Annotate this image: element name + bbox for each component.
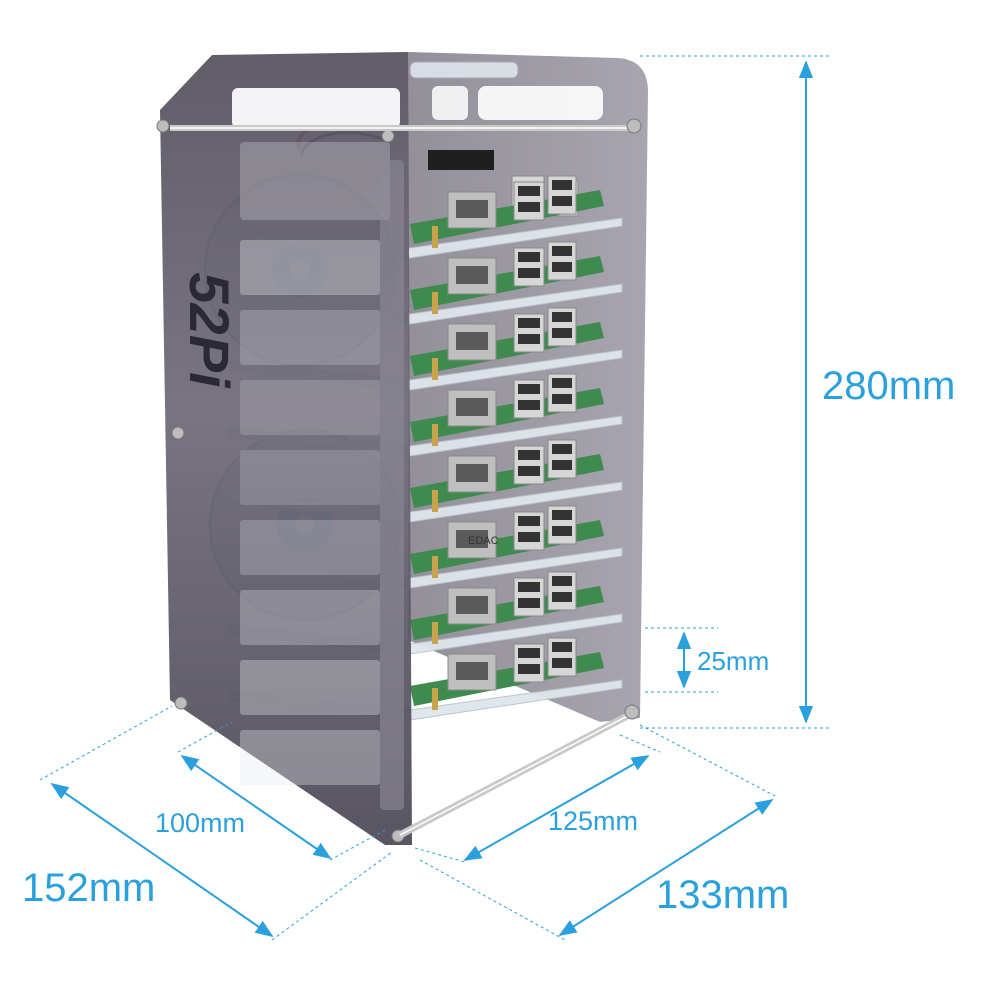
usb-slot — [518, 516, 540, 526]
usb-slot — [552, 444, 572, 454]
usb-slot — [552, 180, 572, 190]
usb-slot — [518, 648, 540, 658]
ethernet-socket — [456, 596, 488, 614]
dimension-lines — [39, 55, 830, 941]
ethernet-socket — [456, 266, 488, 284]
usb-slot — [518, 252, 540, 262]
usb-slot — [518, 466, 540, 476]
usb-slot — [552, 460, 572, 470]
usb-slot — [518, 450, 540, 460]
usb-slot — [552, 196, 572, 206]
usb-slot — [552, 658, 572, 668]
inner-depth-label: 100mm — [155, 808, 246, 838]
inner-width-label: 125mm — [548, 806, 639, 836]
brass-standoff — [432, 490, 438, 512]
usb-slot — [518, 532, 540, 542]
brass-standoff — [432, 688, 438, 710]
metal-rods — [170, 61, 642, 839]
usb-slot — [552, 312, 572, 322]
usb-slot — [552, 510, 572, 520]
ethernet-socket — [456, 332, 488, 350]
height-dimension-label: 280mm — [822, 364, 956, 408]
brand-mark: 52Pi — [178, 272, 241, 389]
usb-slot — [552, 576, 572, 586]
usb-slot — [518, 598, 540, 608]
ethernet-socket — [456, 398, 488, 416]
brass-standoff — [432, 292, 438, 314]
usb-slot — [518, 186, 540, 196]
brass-standoff — [432, 622, 438, 644]
board-chip-label: EDAC — [468, 535, 499, 547]
usb-slot — [552, 526, 572, 536]
usb-slot — [552, 592, 572, 602]
usb-slot — [518, 384, 540, 394]
ethernet-socket — [456, 530, 488, 548]
front-panel: 52Pi — [156, 52, 412, 845]
usb-slot — [552, 394, 572, 404]
brass-standoff — [432, 358, 438, 380]
brass-standoff — [432, 226, 438, 248]
layer-spacing-label: 25mm — [697, 646, 770, 676]
gpio-header — [428, 150, 494, 170]
usb-slot — [518, 334, 540, 344]
usb-slot — [552, 262, 572, 272]
outer-depth-label: 152mm — [22, 866, 156, 910]
usb-slot — [518, 318, 540, 328]
usb-slot — [552, 246, 572, 256]
usb-slot — [518, 400, 540, 410]
brass-standoff — [432, 424, 438, 446]
usb-slot — [518, 268, 540, 278]
outer-width-label: 133mm — [656, 873, 790, 917]
usb-slot — [552, 378, 572, 388]
ethernet-socket — [456, 464, 488, 482]
usb-slot — [518, 664, 540, 674]
ethernet-socket — [456, 200, 488, 218]
brass-standoff — [432, 556, 438, 578]
ethernet-socket — [456, 662, 488, 680]
usb-slot — [518, 202, 540, 212]
usb-slot — [552, 328, 572, 338]
board-layer — [229, 637, 623, 721]
usb-slot — [518, 582, 540, 592]
usb-slot — [552, 642, 572, 652]
